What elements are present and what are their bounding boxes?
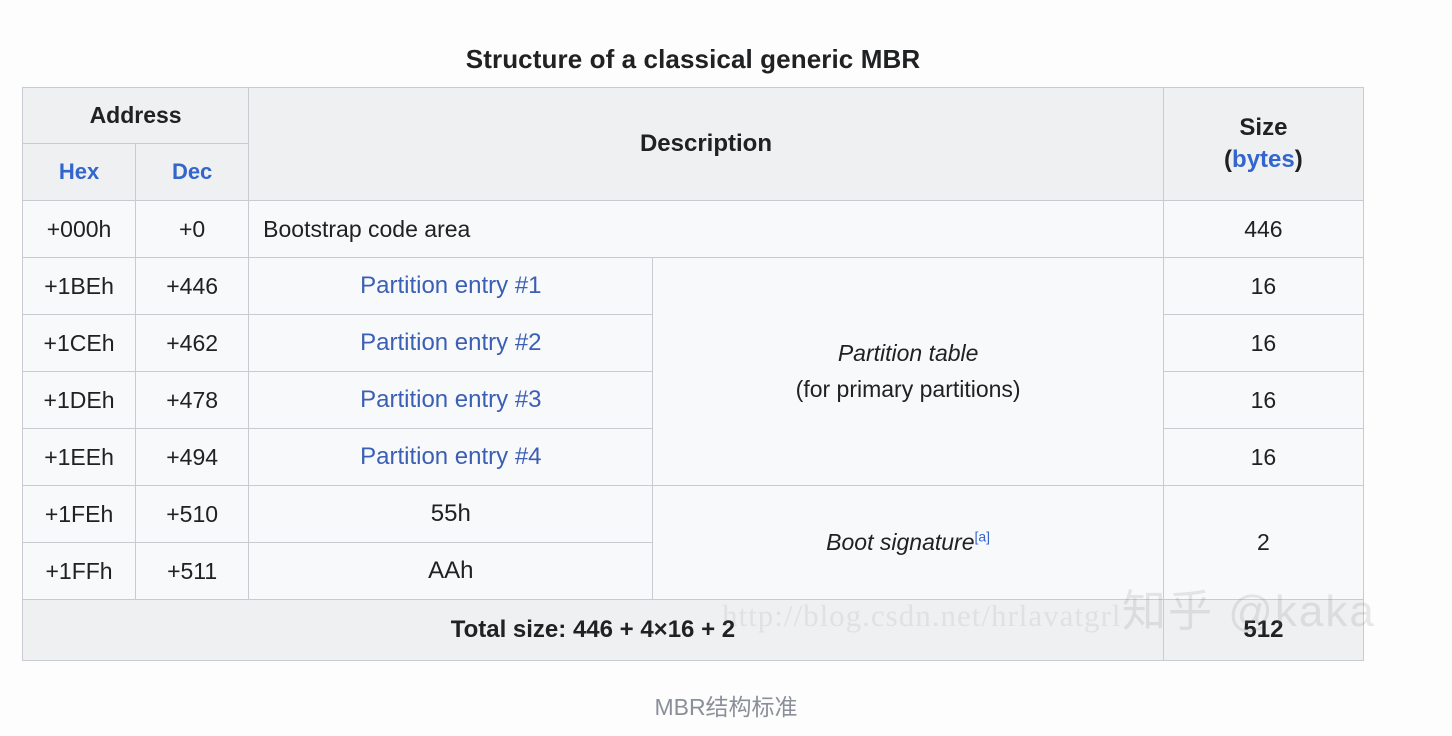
header-description: Description bbox=[248, 87, 1164, 201]
partition-table-label: Partition table bbox=[837, 339, 979, 366]
cell-dec: +0 bbox=[135, 200, 250, 258]
table-header: Address Description Size (bytes) Hex Dec bbox=[21, 87, 1365, 201]
header-dec-link[interactable]: Dec bbox=[171, 159, 213, 184]
cell-hex: +1BEh bbox=[21, 257, 137, 315]
header-size: Size (bytes) bbox=[1162, 87, 1365, 201]
mbr-structure-table: Address Description Size (bytes) Hex Dec… bbox=[21, 87, 1365, 661]
header-size-paren-close: ) bbox=[1294, 146, 1303, 173]
table-title: Structure of a classical generic MBR bbox=[465, 44, 921, 74]
cell-partition-entry-link[interactable]: Partition entry #2 bbox=[248, 314, 654, 372]
header-size-paren-open: ( bbox=[1224, 146, 1233, 173]
cell-size: 16 bbox=[1162, 371, 1365, 429]
cell-partition-entry-link[interactable]: Partition entry #3 bbox=[248, 371, 654, 429]
cell-dec: +446 bbox=[135, 257, 250, 315]
cell-dec: +494 bbox=[135, 428, 250, 486]
cell-partition-entry-link[interactable]: Partition entry #1 bbox=[248, 257, 654, 315]
header-row-2: Hex Dec bbox=[21, 143, 1364, 201]
total-size-label: Total size: 446 + 4×16 + 2 bbox=[22, 599, 1164, 661]
header-hex: Hex bbox=[21, 143, 137, 201]
cell-partition-table-group: Partition table (for primary partitions) bbox=[652, 257, 1164, 486]
cell-description: Bootstrap code area bbox=[248, 200, 1164, 258]
cell-hex: +1EEh bbox=[21, 428, 137, 486]
cell-dec: +510 bbox=[135, 485, 250, 543]
cell-partition-entry-link[interactable]: Partition entry #4 bbox=[248, 428, 654, 486]
cell-boot-signature-group: Boot signature[a] bbox=[652, 485, 1164, 600]
footnote-ref-a-link[interactable]: [a] bbox=[974, 528, 991, 545]
table-row: +000h +0 Bootstrap code area 446 bbox=[21, 200, 1365, 258]
table-row: +1DEh +478 Partition entry #3 16 bbox=[21, 371, 1365, 429]
table-row: +1FEh +510 55h Boot signature[a] 2 bbox=[21, 485, 1365, 600]
figure-caption: MBR结构标准 bbox=[654, 694, 798, 720]
cell-dec: +462 bbox=[135, 314, 250, 372]
header-row-1: Address Description Size (bytes) bbox=[21, 87, 1365, 201]
header-dec: Dec bbox=[135, 143, 250, 201]
cell-dec: +511 bbox=[135, 542, 250, 600]
header-size-unit-link[interactable]: bytes bbox=[1232, 146, 1295, 173]
cell-size: 16 bbox=[1162, 257, 1365, 315]
cell-hex: +1FFh bbox=[21, 542, 137, 600]
cell-hex: +1CEh bbox=[21, 314, 137, 372]
cell-hex: +000h bbox=[21, 200, 137, 258]
table-row: +1EEh +494 Partition entry #4 16 bbox=[21, 428, 1365, 486]
header-hex-link[interactable]: Hex bbox=[58, 159, 100, 184]
cell-hex: +1FEh bbox=[21, 485, 137, 543]
cell-dec: +478 bbox=[135, 371, 250, 429]
cell-size: 16 bbox=[1162, 428, 1365, 486]
cell-size: 2 bbox=[1162, 485, 1365, 600]
header-size-label: Size bbox=[1239, 113, 1288, 141]
header-address: Address bbox=[21, 87, 250, 144]
table-body: +000h +0 Bootstrap code area 446 +1BEh +… bbox=[21, 200, 1365, 661]
table-row: +1CEh +462 Partition entry #2 16 bbox=[21, 314, 1365, 372]
cell-signature-value: AAh bbox=[248, 542, 654, 600]
boot-signature-label: Boot signature bbox=[826, 528, 975, 555]
table-row: +1BEh +446 Partition entry #1 Partition … bbox=[21, 257, 1365, 486]
cell-size: 446 bbox=[1162, 200, 1365, 258]
cell-signature-value: 55h bbox=[248, 485, 654, 543]
cell-hex: +1DEh bbox=[21, 371, 137, 429]
cell-size: 16 bbox=[1162, 314, 1365, 372]
partition-table-sublabel: (for primary partitions) bbox=[795, 375, 1021, 402]
total-size-value: 512 bbox=[1162, 599, 1365, 661]
table-footer-row: Total size: 446 + 4×16 + 2 512 bbox=[22, 599, 1365, 661]
